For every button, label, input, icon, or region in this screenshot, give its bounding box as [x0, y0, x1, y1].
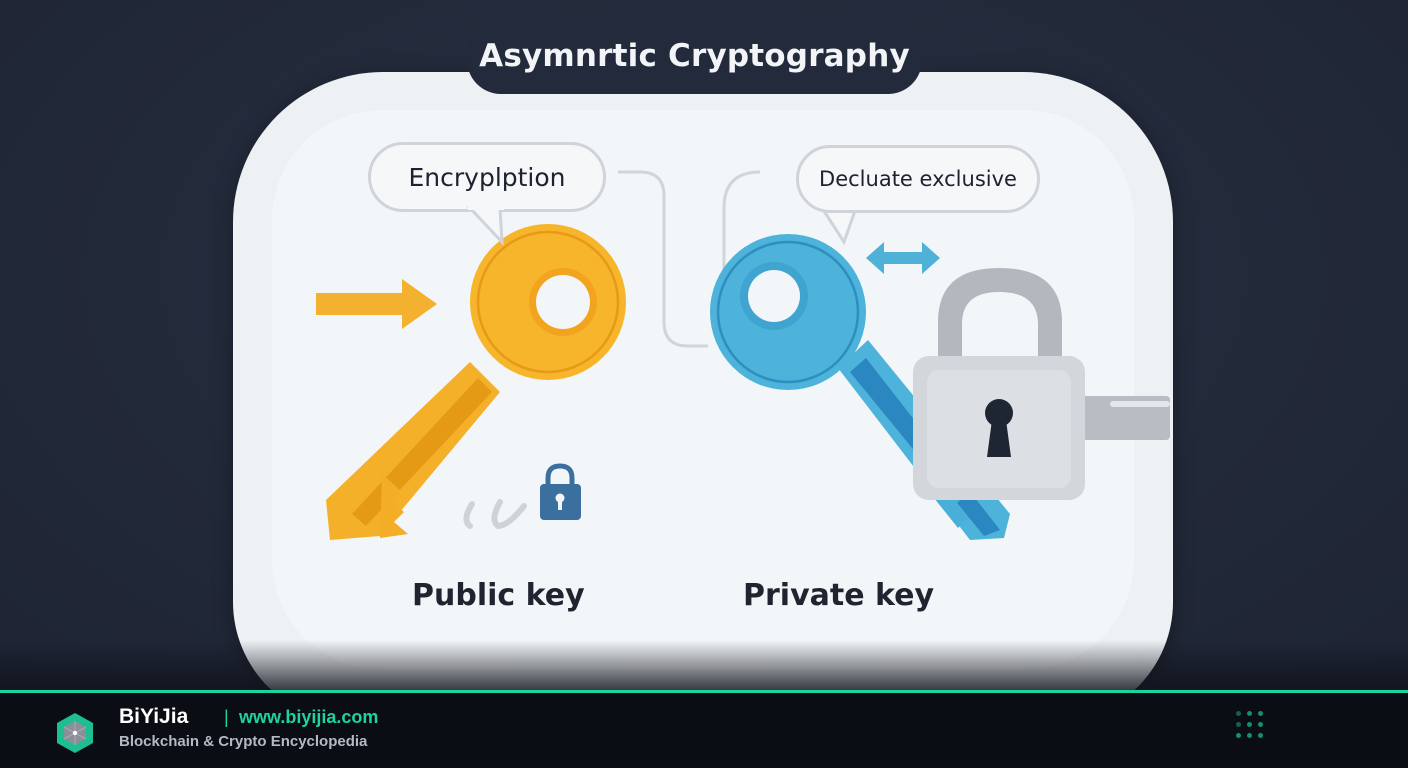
connector-lines	[618, 170, 761, 348]
encryption-label: Encryplption	[408, 162, 566, 192]
dot	[1247, 733, 1252, 738]
brand-logo-icon[interactable]	[56, 712, 94, 754]
double-arrow-icon	[866, 242, 940, 274]
arrow-right-icon	[316, 279, 437, 329]
brand-separator: |	[224, 707, 229, 727]
padlock-icon	[913, 268, 1170, 500]
illustration-layer	[316, 170, 1170, 540]
bubble-tails	[466, 206, 859, 247]
small-padlock-icon	[540, 463, 581, 520]
dots-grid-icon[interactable]	[1236, 711, 1266, 741]
dot	[1236, 733, 1241, 738]
encryption-bubble: Encryplption	[368, 142, 606, 212]
page-title: Asymnrtic Cryptography	[467, 18, 922, 94]
public-key-label: Public key	[412, 578, 585, 613]
dot	[1247, 722, 1252, 727]
golden-key-icon	[326, 224, 626, 540]
bottom-fade	[0, 640, 1408, 692]
brand-name[interactable]: BiYiJia	[119, 705, 189, 728]
dot	[1258, 711, 1263, 716]
brand-tagline: Blockchain & Crypto Encyclopedia	[119, 733, 368, 750]
infographic-stage: Asymnrtic Cryptography Encryplption Decl…	[0, 0, 1408, 722]
decrypt-label: Decluate exclusive	[819, 167, 1017, 191]
dot	[1236, 722, 1241, 727]
decrypt-bubble: Decluate exclusive	[796, 145, 1040, 213]
chain-link-icon	[463, 499, 527, 530]
dot	[1236, 711, 1241, 716]
dot	[1247, 711, 1252, 716]
private-key-label: Private key	[743, 578, 935, 613]
dot	[1258, 722, 1263, 727]
brand-url-link[interactable]: www.biyijia.com	[239, 707, 379, 727]
dot	[1258, 733, 1263, 738]
brand-footer: BiYiJia | www.biyijia.com Blockchain & C…	[0, 690, 1408, 768]
